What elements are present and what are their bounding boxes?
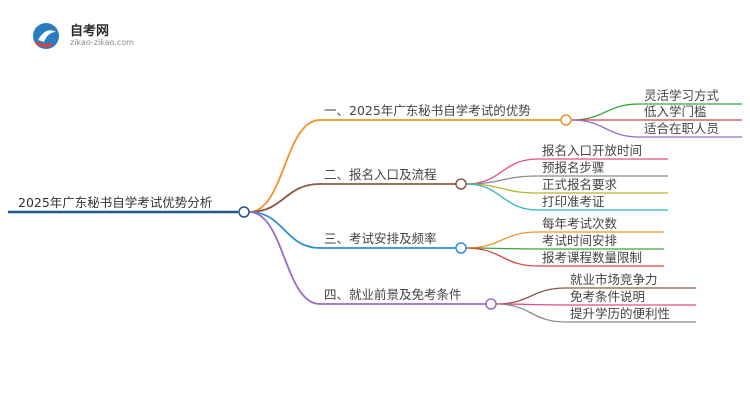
leaf-label: 预报名步骤 bbox=[542, 160, 605, 175]
leaf-label: 正式报名要求 bbox=[542, 177, 618, 192]
branch-node-dot-2[interactable] bbox=[455, 178, 467, 190]
branch-node-dot-4[interactable] bbox=[485, 298, 497, 310]
branch-connector-1 bbox=[248, 119, 321, 213]
leaf-connector bbox=[570, 119, 641, 138]
leaf-label: 适合在职人员 bbox=[644, 121, 719, 136]
leaf-connector bbox=[465, 183, 539, 211]
leaf-label: 低入学门槛 bbox=[644, 104, 707, 119]
logo-mark-icon bbox=[33, 23, 59, 49]
leaf-connector bbox=[495, 287, 567, 305]
leaf-connector bbox=[465, 247, 539, 267]
leaf-label: 报名入口开放时间 bbox=[542, 143, 642, 158]
leaf-label: 灵活学习方式 bbox=[644, 88, 720, 103]
logo-url-text: zikao-zikao.com bbox=[70, 38, 134, 47]
leaf-label: 就业市场竞争力 bbox=[570, 272, 658, 287]
leaf-connector bbox=[570, 103, 641, 121]
branch-connector-4 bbox=[248, 211, 321, 305]
leaf-label: 报考课程数量限制 bbox=[542, 250, 642, 265]
root-node-dot[interactable] bbox=[238, 206, 250, 218]
leaf-label: 考试时间安排 bbox=[542, 233, 618, 248]
branch-label-4: 四、就业前景及免考条件 bbox=[324, 287, 462, 302]
leaf-label: 每年考试次数 bbox=[542, 216, 618, 231]
root-topic-label: 2025年广东秘书自学考试优势分析 bbox=[18, 195, 212, 210]
branch-connector-3 bbox=[248, 211, 321, 249]
branch-label-3: 三、考试安排及频率 bbox=[324, 231, 437, 246]
leaf-connector bbox=[495, 303, 567, 323]
leaf-connector bbox=[465, 231, 539, 249]
branch-label-2: 二、报名入口及流程 bbox=[324, 167, 437, 182]
leaf-label: 打印准考证 bbox=[542, 194, 605, 209]
site-logo: 自考网 zikao-zikao.com bbox=[30, 18, 150, 54]
leaf-label: 免考条件说明 bbox=[570, 289, 645, 304]
logo-brand-text: 自考网 bbox=[70, 24, 110, 39]
branch-node-dot-3[interactable] bbox=[455, 242, 467, 254]
leaf-label: 提升学历的便利性 bbox=[570, 306, 670, 321]
branch-label-1: 一、2025年广东秘书自学考试的优势 bbox=[324, 103, 531, 118]
branch-connector-2 bbox=[248, 183, 321, 213]
branch-node-dot-1[interactable] bbox=[560, 114, 572, 126]
